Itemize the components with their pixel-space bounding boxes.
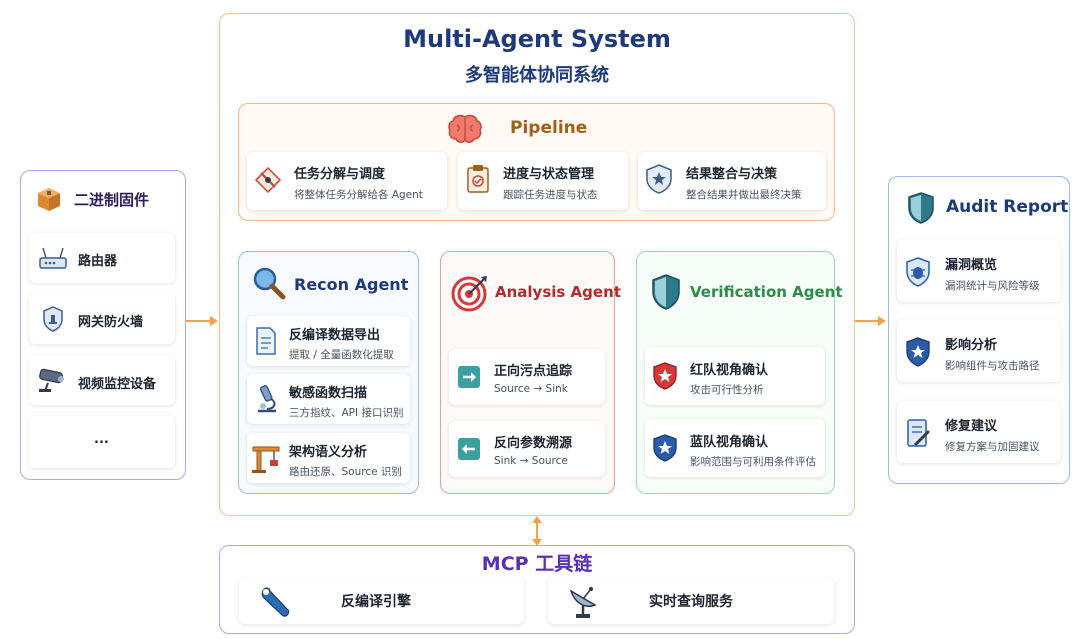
firewall-shield-icon xyxy=(38,305,68,333)
verification-item-title: 蓝队视角确认 xyxy=(690,435,769,450)
audit-report-title: Audit Report xyxy=(946,197,1069,217)
firmware-item-label: 视频监控设备 xyxy=(78,377,157,392)
analysis-item-title: 反向参数溯源 xyxy=(494,436,573,451)
verification-agent-title: Verification Agent xyxy=(690,283,843,301)
pipeline-item-desc: 将整体任务分解给各 Agent xyxy=(294,189,423,201)
mcp-item-label: 反编译引擎 xyxy=(341,594,411,610)
mcp-item-label: 实时查询服务 xyxy=(649,594,733,610)
pipeline-item-task-split[interactable] xyxy=(247,152,447,210)
arrow-right-icon xyxy=(456,364,482,390)
pipeline-title: Pipeline xyxy=(510,118,588,138)
audit-item-title: 漏洞概览 xyxy=(945,258,998,273)
arrow-system-mcp xyxy=(532,516,542,546)
box-icon xyxy=(34,184,64,214)
document-icon xyxy=(252,324,280,358)
recon-item[interactable] xyxy=(247,374,410,424)
crane-icon xyxy=(250,440,282,476)
firmware-item-label: ... xyxy=(94,432,109,447)
arrow-system-to-audit xyxy=(855,316,886,326)
pipeline-item-desc: 跟踪任务进度与状态 xyxy=(503,189,598,201)
audit-item-title: 修复建议 xyxy=(945,419,998,434)
mcp-toolchain-title: MCP 工具链 xyxy=(481,553,593,575)
pipeline-item-desc: 整合结果并做出最终决策 xyxy=(686,189,802,201)
task-split-icon xyxy=(252,164,284,196)
router-icon xyxy=(38,244,68,272)
recon-item-desc: 三方指纹、API 接口识别 xyxy=(289,407,404,419)
bug-shield-icon xyxy=(902,255,934,289)
mcp-item-realtime-query[interactable] xyxy=(548,578,834,624)
analysis-item-desc: Sink → Source xyxy=(494,455,568,467)
blue-shield-icon xyxy=(651,432,679,464)
recon-agent-title: Recon Agent xyxy=(294,275,409,294)
firmware-item-more[interactable] xyxy=(29,416,175,468)
verification-item-title: 红队视角确认 xyxy=(690,363,769,378)
recon-item-title: 架构语义分析 xyxy=(289,445,368,460)
pipeline-item-title: 结果整合与决策 xyxy=(686,167,778,182)
red-shield-icon xyxy=(651,360,679,392)
shield-icon xyxy=(648,272,684,312)
recon-item-title: 敏感函数扫描 xyxy=(289,386,368,401)
target-icon xyxy=(450,273,490,313)
recon-item-desc: 提取 / 全量函数化提取 xyxy=(289,349,394,361)
microscope-icon xyxy=(252,382,282,416)
wrench-icon xyxy=(256,583,294,619)
audit-item-desc: 漏洞统计与风险等级 xyxy=(945,280,1040,292)
firmware-title: 二进制固件 xyxy=(74,191,150,209)
shield-icon xyxy=(904,190,938,226)
clipboard-icon xyxy=(462,162,494,196)
recon-item-title: 反编译数据导出 xyxy=(289,328,381,343)
brain-icon xyxy=(445,112,485,146)
analysis-item-title: 正向污点追踪 xyxy=(494,364,573,379)
satellite-dish-icon xyxy=(566,581,602,621)
mcp-item-decompiler[interactable] xyxy=(239,578,524,624)
audit-item-title: 影响分析 xyxy=(945,338,998,353)
camera-icon xyxy=(36,366,70,394)
verification-item-desc: 攻击可行性分析 xyxy=(690,384,764,396)
verification-item-desc: 影响范围与可利用条件评估 xyxy=(690,456,816,468)
repair-doc-icon xyxy=(902,416,934,450)
system-title: Multi-Agent System xyxy=(403,25,671,53)
recon-item-desc: 路由还原、Source 识别 xyxy=(289,466,402,478)
star-shield-icon xyxy=(902,335,934,369)
audit-item-desc: 影响组件与攻击路径 xyxy=(945,360,1040,372)
pipeline-item-title: 进度与状态管理 xyxy=(503,167,595,182)
pipeline-item-title: 任务分解与调度 xyxy=(294,167,386,182)
arrow-left-icon xyxy=(456,436,482,462)
firmware-item-label: 网关防火墙 xyxy=(78,315,144,330)
system-subtitle: 多智能体协同系统 xyxy=(465,65,609,86)
badge-icon xyxy=(642,162,676,196)
arrow-firmware-to-system xyxy=(186,316,218,326)
firmware-item-label: 路由器 xyxy=(78,254,118,269)
magnifier-icon xyxy=(250,264,288,302)
analysis-item-desc: Source → Sink xyxy=(494,383,568,395)
analysis-agent-title: Analysis Agent xyxy=(495,283,621,301)
audit-item-desc: 修复方案与加固建议 xyxy=(945,441,1040,453)
